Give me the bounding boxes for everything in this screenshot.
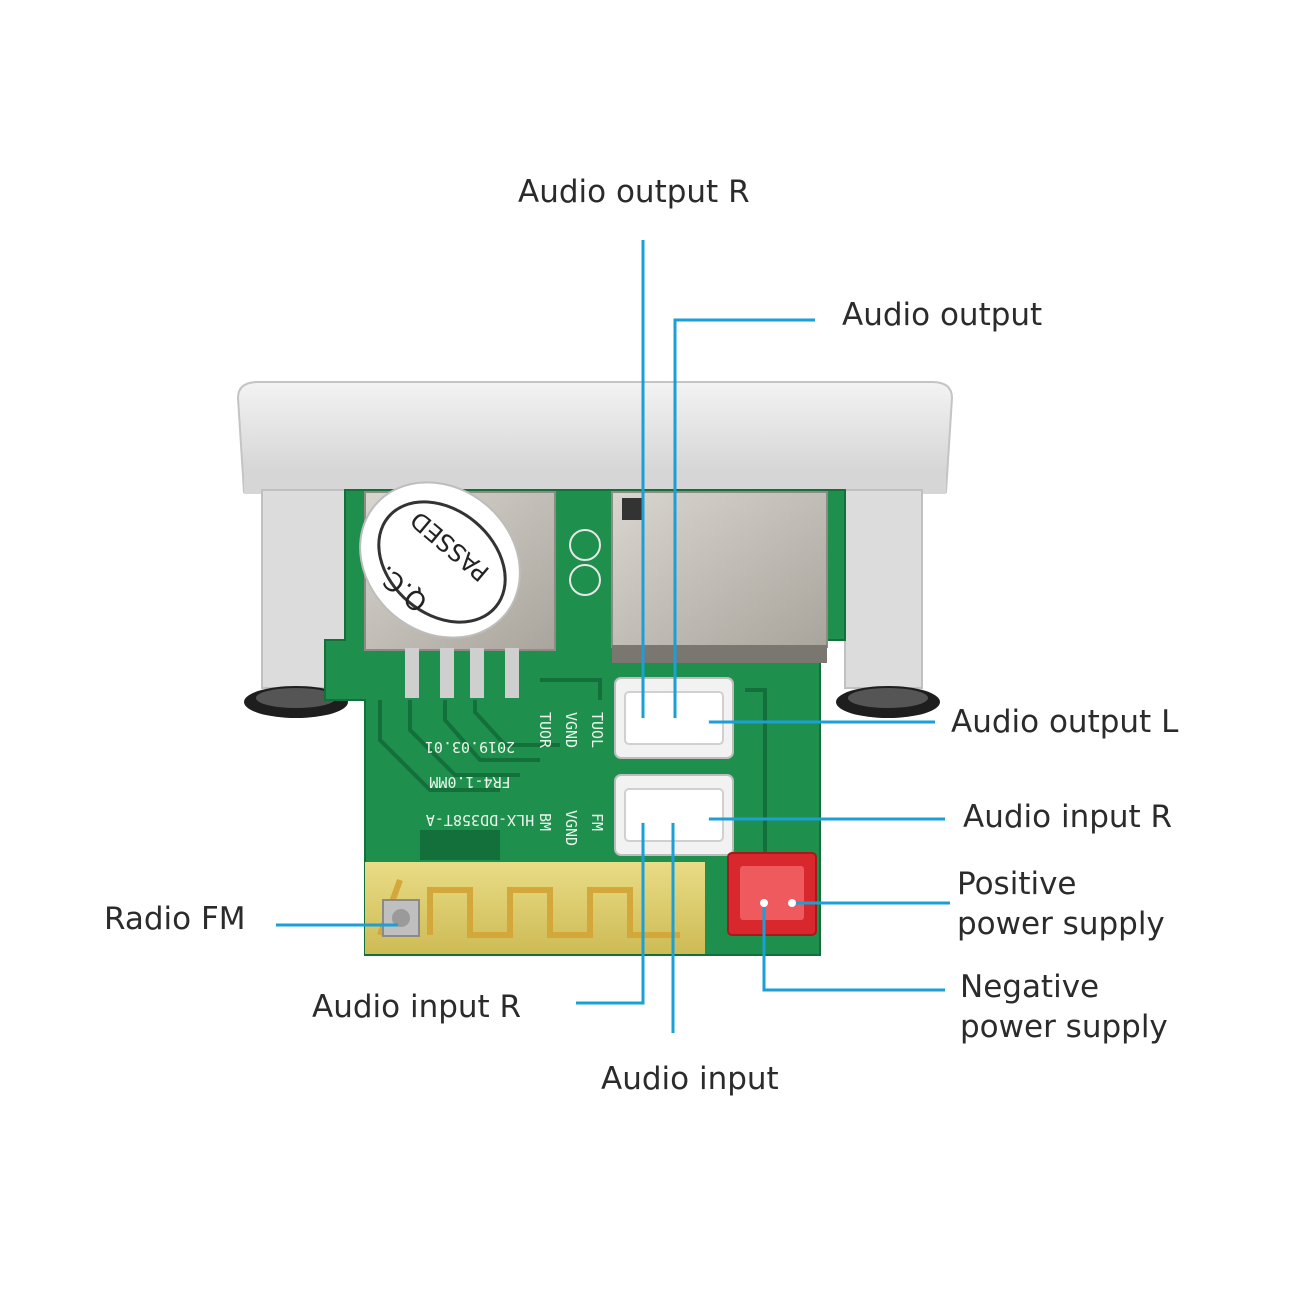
label-audio-output-l: Audio output L (951, 704, 1179, 740)
silk-model: HLX-DD358T-A (426, 811, 534, 829)
label-audio-output: Audio output (842, 297, 1043, 333)
silk-vgnd-1: VGND (562, 712, 580, 748)
silk-fr4: FR4-1.0MM (429, 773, 510, 791)
label-negative-line-2: power supply (960, 1009, 1168, 1045)
label-positive-power-supply: Positive power supply (957, 864, 1217, 944)
leader-negative-power (762, 903, 945, 992)
power-connector (727, 852, 817, 936)
fm-antenna-pad (365, 862, 705, 954)
silk-vgnd-2: VGND (562, 810, 580, 846)
leader-audio-input-r-bottom (576, 819, 645, 1005)
label-positive-line-2: power supply (957, 906, 1165, 942)
label-audio-input-r-right: Audio input R (963, 799, 1173, 835)
label-positive-line-1: Positive (957, 866, 1077, 902)
leader-endpoints (639, 718, 796, 907)
label-audio-output-r-top: Audio output R (518, 174, 750, 210)
silk-fm: FM (588, 813, 606, 831)
label-radio-fm: Radio FM (104, 901, 246, 937)
label-audio-input-r-bottom: Audio input R (312, 989, 522, 1025)
capacitor-marks (569, 498, 644, 596)
leader-audio-output (673, 318, 815, 722)
label-audio-input: Audio input (601, 1061, 779, 1097)
silk-tuol: TUOL (588, 712, 606, 748)
silkscreen-text: HLX-DD358T-A FR4-1.0MM 2019.03.01 TUOR V… (425, 712, 606, 846)
label-negative-line-1: Negative (960, 969, 1100, 1005)
silk-tuor: TUOR (536, 712, 554, 749)
silk-date: 2019.03.01 (425, 738, 515, 756)
leader-lines (276, 240, 950, 1033)
silk-bm: BM (536, 813, 554, 831)
label-negative-power-supply: Negative power supply (960, 967, 1220, 1047)
qc-passed-sticker: Q.C. PASSED (359, 481, 521, 639)
